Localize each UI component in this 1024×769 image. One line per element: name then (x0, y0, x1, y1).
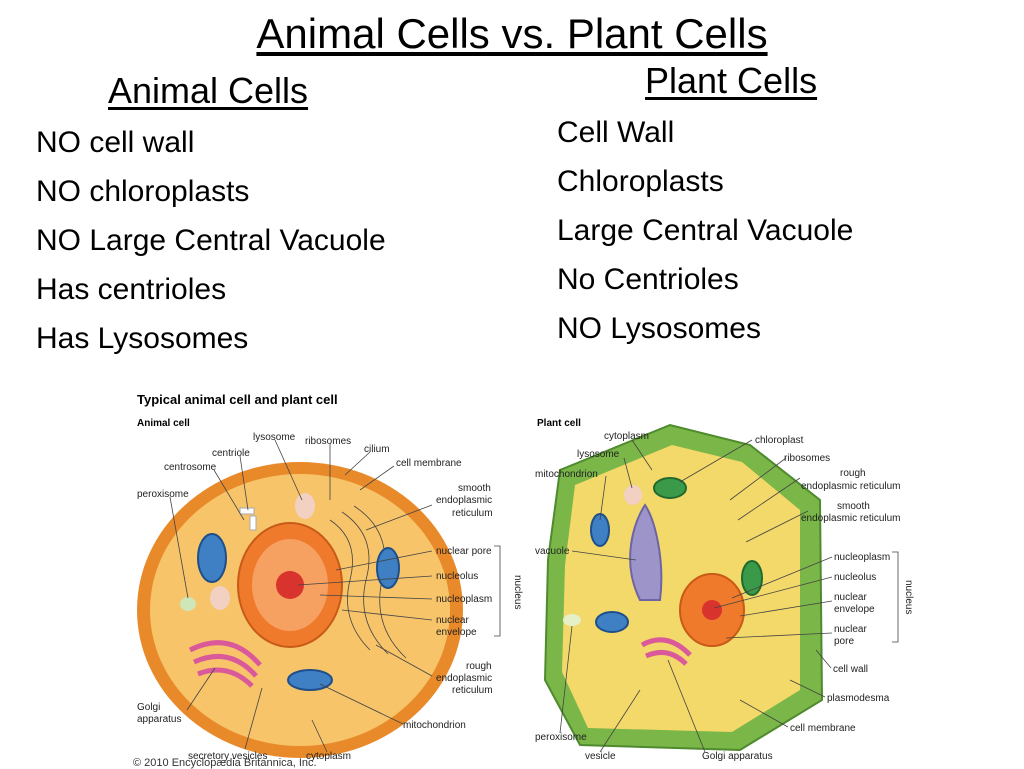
plant-cell-leaders (559, 439, 833, 753)
part-label: endoplasmic reticulum (801, 513, 901, 524)
slide-title: Animal Cells vs. Plant Cells (256, 10, 768, 57)
part-label: cell membrane (790, 723, 856, 734)
part-label: smooth (837, 501, 870, 512)
plant-facts-list: Cell Wall Chloroplasts Large Central Vac… (557, 113, 853, 358)
plant-cells-heading: Plant Cells (645, 60, 818, 101)
nucleus-bracket-label: nucleus (512, 575, 523, 609)
part-label: cilium (364, 444, 390, 455)
part-label: nucleoplasm (834, 552, 890, 563)
animal-cells-heading: Animal Cells (108, 70, 309, 111)
centriole-icon (239, 507, 257, 531)
part-label: ribosomes (305, 436, 351, 447)
plant-nucleolus (702, 600, 722, 620)
part-label: peroxisome (137, 489, 189, 500)
plant-vacuole (629, 503, 663, 601)
plant-chloroplast (741, 560, 763, 596)
animal-fact: Has centrioles (36, 273, 227, 306)
part-label: ribosomes (784, 453, 830, 464)
plant-mitochondrion (595, 611, 629, 633)
part-label: vesicle (585, 751, 616, 762)
part-label: lysosome (253, 432, 296, 443)
plant-cell-figure-label: Plant cell (537, 418, 581, 429)
part-label: pore (834, 636, 854, 647)
animal-facts-list: NO cell wall NO chloroplasts NO Large Ce… (36, 123, 386, 368)
nucleus-bracket (892, 551, 899, 643)
part-label: rough (466, 661, 492, 672)
part-label: Golgi apparatus (702, 751, 773, 762)
plant-golgi (640, 637, 692, 666)
part-label: apparatus (137, 714, 181, 725)
animal-golgi (188, 640, 262, 688)
plant-fact: Cell Wall (557, 116, 675, 149)
plant-cell-labels: cytoplasm chloroplast lysosome ribosomes… (535, 431, 914, 762)
animal-fact: NO cell wall (36, 126, 195, 159)
animal-cell-figure-label: Animal cell (137, 418, 190, 429)
animal-vesicle (210, 586, 230, 610)
animal-fact: NO chloroplasts (36, 175, 250, 208)
part-label: mitochondrion (403, 720, 466, 731)
part-label: chloroplast (755, 435, 804, 446)
part-label: peroxisome (535, 732, 587, 743)
part-label: cell wall (833, 664, 868, 675)
animal-mitochondrion (376, 547, 400, 589)
plant-fact: Chloroplasts (557, 165, 724, 198)
part-label: centriole (212, 448, 250, 459)
part-label: reticulum (452, 685, 493, 696)
plant-mitochondrion (590, 513, 610, 547)
plant-chloroplast (653, 477, 687, 499)
animal-cell-labels: lysosome ribosomes centriole cilium cent… (137, 432, 523, 762)
part-label: nucleolus (834, 572, 876, 583)
part-label: nuclear (436, 615, 469, 626)
part-label: envelope (436, 627, 477, 638)
animal-cell-leaders (169, 439, 433, 753)
part-label: nuclear (834, 592, 867, 603)
part-label: mitochondrion (535, 469, 598, 480)
part-label: cytoplasm (604, 431, 649, 442)
part-label: centrosome (164, 462, 217, 473)
part-label: nuclear (834, 624, 867, 635)
part-label: envelope (834, 604, 875, 615)
part-label: plasmodesma (827, 693, 890, 704)
plant-cell-illustration (543, 423, 824, 752)
animal-fact: NO Large Central Vacuole (36, 224, 386, 257)
part-label: endoplasmic reticulum (801, 481, 901, 492)
part-label: cytoplasm (306, 751, 351, 762)
animal-lysosome (295, 493, 315, 519)
part-label: lysosome (577, 449, 620, 460)
animal-fact: Has Lysosomes (36, 322, 249, 355)
plant-fact: Large Central Vacuole (557, 214, 854, 247)
nucleus-bracket-label: nucleus (903, 580, 914, 614)
figure-title: Typical animal cell and plant cell (137, 392, 338, 407)
part-label: rough (840, 468, 866, 479)
part-label: endoplasmic (436, 495, 492, 506)
animal-peroxisome (180, 597, 196, 611)
nucleus-bracket (494, 545, 501, 637)
plant-fact: NO Lysosomes (557, 312, 761, 345)
animal-mitochondrion (197, 533, 227, 583)
part-label: nucleolus (436, 571, 478, 582)
part-label: reticulum (452, 508, 493, 519)
plant-lysosome (624, 485, 642, 505)
animal-nucleolus (276, 571, 304, 599)
part-label: nuclear pore (436, 546, 492, 557)
plant-fact: No Centrioles (557, 263, 739, 296)
plant-peroxisome (563, 614, 581, 626)
plant-cytoplasm (562, 445, 800, 732)
part-label: endoplasmic (436, 673, 492, 684)
part-label: nucleoplasm (436, 594, 492, 605)
part-label: secretory vesicles (188, 751, 267, 762)
animal-mitochondrion (287, 669, 333, 691)
part-label: Golgi (137, 702, 160, 713)
part-label: vacuole (535, 546, 570, 557)
part-label: smooth (458, 483, 491, 494)
part-label: cell membrane (396, 458, 462, 469)
copyright-notice: © 2010 Encyclopædia Britannica, Inc. (133, 757, 317, 769)
animal-cell-illustration (137, 462, 463, 758)
